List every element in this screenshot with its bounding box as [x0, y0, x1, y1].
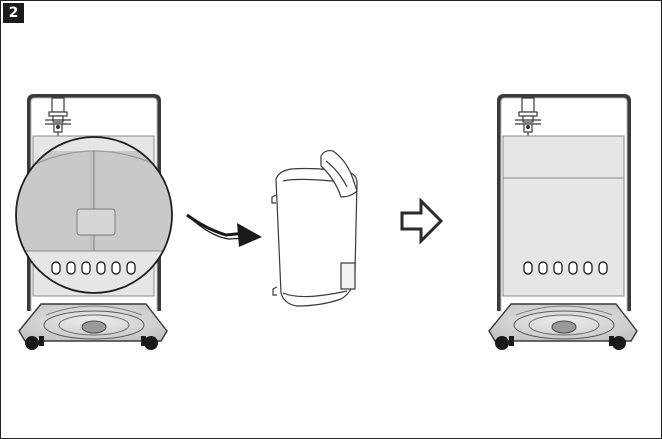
heater-before — [15, 94, 173, 350]
detail-magnifier-circle — [15, 136, 173, 294]
heater-after — [488, 94, 638, 350]
step-number-badge: 2 — [3, 3, 24, 23]
gas-regulator-icon — [45, 97, 71, 139]
heater-base — [488, 303, 638, 350]
outline-right-arrow-icon — [400, 197, 444, 245]
curved-arrow-icon — [186, 213, 262, 247]
heater-base — [18, 303, 168, 350]
removed-cover-panel — [271, 149, 358, 307]
gas-regulator-icon — [515, 97, 541, 139]
vent-slots — [523, 261, 608, 275]
vent-slots — [51, 261, 136, 275]
